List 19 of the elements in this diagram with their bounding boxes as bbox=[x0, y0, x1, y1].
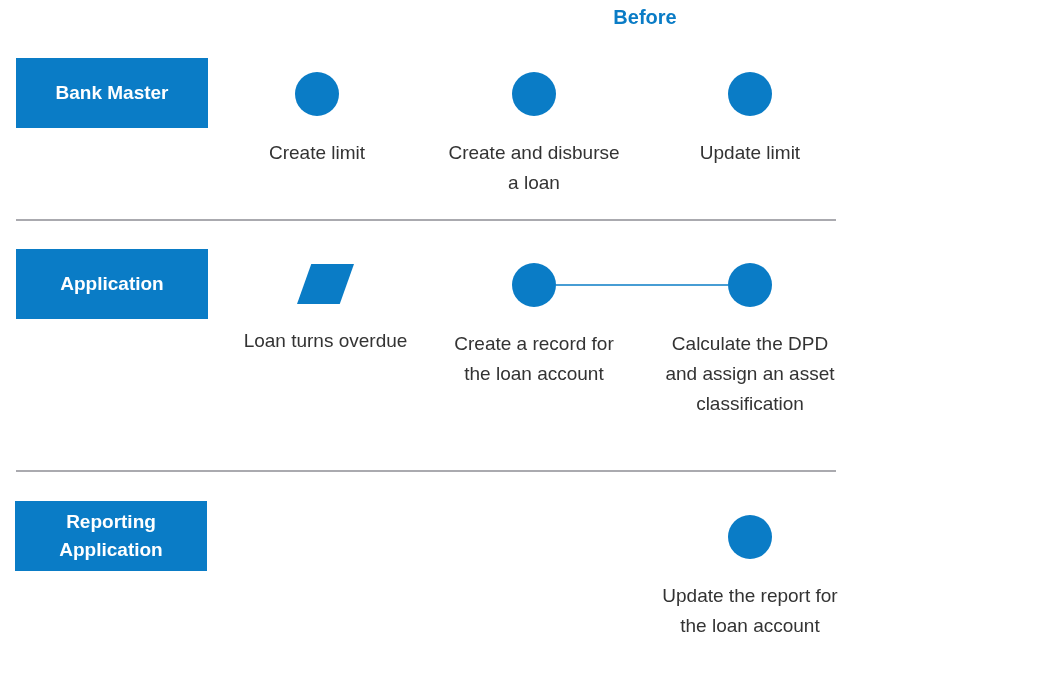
step-label: Update limit bbox=[698, 141, 802, 165]
step-label: Create a record for the loan account bbox=[453, 332, 615, 386]
step-label: Create and disburse a loan bbox=[447, 141, 621, 195]
circle-marker bbox=[728, 72, 772, 116]
circle-marker bbox=[512, 72, 556, 116]
circle-marker bbox=[728, 515, 772, 559]
circle-marker bbox=[295, 72, 339, 116]
lane-header: Reporting Application bbox=[15, 501, 207, 571]
step-label: Calculate the DPD and assign an asset classification bbox=[664, 332, 836, 416]
step-label: Update the report for the loan account bbox=[661, 584, 839, 638]
step-label: Loan turns overdue bbox=[242, 329, 409, 353]
lane-header: Bank Master bbox=[16, 58, 208, 128]
input-parallelogram bbox=[297, 264, 354, 304]
title: Before bbox=[612, 6, 678, 29]
circle-marker bbox=[728, 263, 772, 307]
circle-marker bbox=[512, 263, 556, 307]
step-label: Create limit bbox=[267, 141, 367, 165]
connector-line bbox=[555, 284, 729, 286]
lane-header: Application bbox=[16, 249, 208, 319]
